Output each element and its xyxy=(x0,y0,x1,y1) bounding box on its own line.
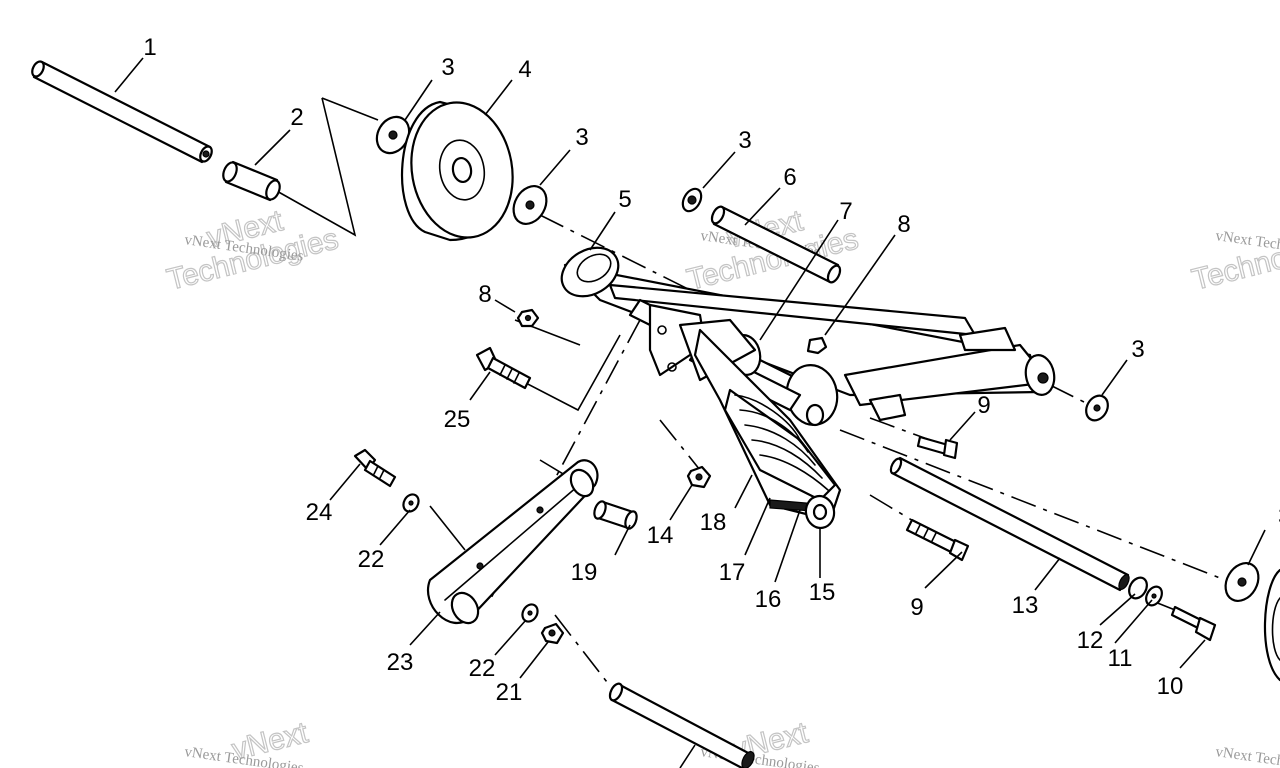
a-arm-part-5 xyxy=(560,246,1056,427)
nut-part-8 xyxy=(516,308,540,328)
callout-11: 11 xyxy=(1108,645,1133,672)
callout-12: 12 xyxy=(1077,627,1104,654)
callout-15: 15 xyxy=(809,579,836,606)
callout-17: 17 xyxy=(719,559,746,586)
callout-22: 22 xyxy=(358,546,385,573)
washer-part-3 xyxy=(681,187,703,213)
callout-18: 18 xyxy=(700,509,727,536)
bushing-part-15 xyxy=(804,494,836,530)
callout-3: 3 xyxy=(575,124,588,151)
leader-lines xyxy=(114,57,1266,768)
callout-9: 9 xyxy=(977,392,990,419)
callout-3: 3 xyxy=(738,127,751,154)
nut-part-21 xyxy=(540,622,565,645)
washer-part-22 xyxy=(521,603,539,623)
spacer-part-2 xyxy=(222,160,281,202)
callout-3: 3 xyxy=(1131,336,1144,363)
wheel-partial xyxy=(1263,568,1280,682)
callout-4: 4 xyxy=(518,56,531,83)
shaft-part-13 xyxy=(889,456,1130,592)
washer-part-12 xyxy=(1128,576,1148,600)
washer-part-3 xyxy=(1224,562,1260,602)
rod-part-1 xyxy=(31,60,213,164)
washer-part-22 xyxy=(402,493,420,513)
callout-10: 10 xyxy=(1157,673,1184,700)
callout-7: 7 xyxy=(839,198,852,225)
watermark-group: Technologies vNext vNext Technologies Te… xyxy=(163,203,1280,768)
callout-3: 3 xyxy=(1278,503,1280,530)
bolt-part-25 xyxy=(475,346,532,390)
bolt-part-10 xyxy=(1170,605,1217,642)
callout-23: 23 xyxy=(387,649,414,676)
callout-16: 16 xyxy=(755,586,782,613)
callout-24: 24 xyxy=(306,499,333,526)
shaft-part-6 xyxy=(710,205,842,284)
callout-19: 19 xyxy=(571,559,598,586)
callout-5: 5 xyxy=(618,186,631,213)
watermark-small: vNext Technologies xyxy=(1214,744,1280,768)
bushing-part-19 xyxy=(593,500,638,530)
callout-14: 14 xyxy=(647,522,674,549)
nut-part-14 xyxy=(686,465,712,489)
nut-part-8 xyxy=(806,336,828,355)
callout-21: 21 xyxy=(496,679,523,706)
callout-8: 8 xyxy=(478,281,491,308)
callout-8: 8 xyxy=(897,211,910,238)
callout-13: 13 xyxy=(1012,592,1039,619)
washer-part-3 xyxy=(1085,394,1109,422)
bolt-part-9 xyxy=(916,435,959,460)
callout-22: 22 xyxy=(469,655,496,682)
callout-6: 6 xyxy=(783,164,796,191)
bolt-part-9 xyxy=(905,518,970,562)
callout-25: 25 xyxy=(444,406,471,433)
callout-1: 1 xyxy=(143,34,156,61)
washer-part-3 xyxy=(512,185,548,225)
callout-labels: 1 2 3 4 3 3 6 5 7 8 8 3 25 9 24 22 14 18… xyxy=(143,34,1280,706)
link-arm-part-23 xyxy=(427,459,599,625)
callout-9: 9 xyxy=(910,594,923,621)
shaft-bottom xyxy=(608,682,755,768)
idler-wheel-part-4 xyxy=(400,100,514,242)
callout-3: 3 xyxy=(441,54,454,81)
callout-2: 2 xyxy=(290,104,303,131)
bolt-part-24 xyxy=(353,448,397,488)
